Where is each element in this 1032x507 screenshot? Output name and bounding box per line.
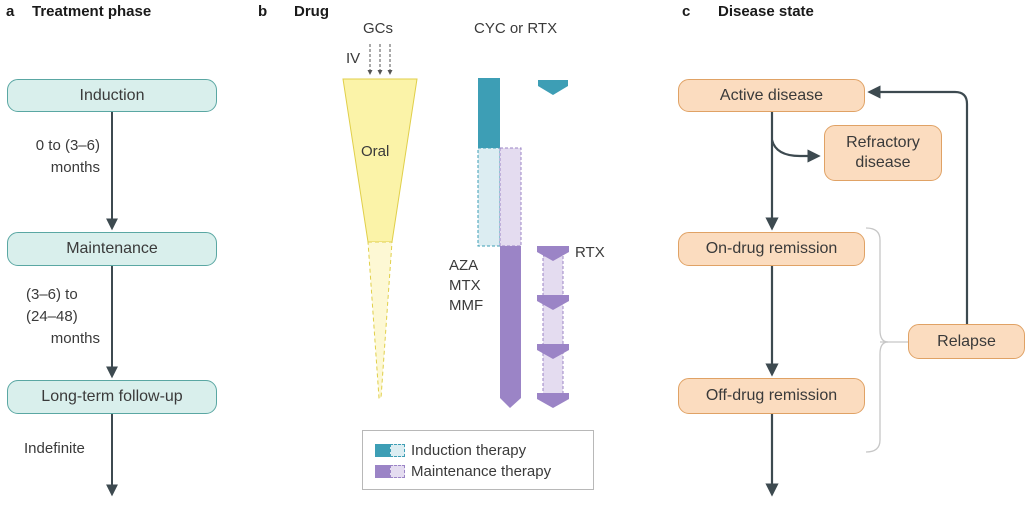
box-maintenance-label: Maintenance [66, 240, 158, 257]
box-induction: Induction [7, 79, 217, 112]
duration-induction-line2: months [50, 159, 100, 176]
box-relapse-label: Relapse [937, 332, 996, 350]
legend-maintenance: Maintenance therapy [375, 463, 551, 480]
duration-followup: Indefinite [24, 440, 85, 457]
cyc-rtx-label: CYC or RTX [474, 20, 558, 37]
rtx-maintenance-label: RTX [575, 244, 605, 261]
maintenance-overlap-dashed [499, 147, 522, 247]
legend-induction-label: Induction therapy [411, 442, 527, 459]
drug-mmf: MMF [449, 297, 484, 314]
box-off-drug-remission: Off-drug remission [678, 378, 865, 414]
maintenance-drugs-list: AZA MTX MMF [449, 256, 483, 316]
legend-maintenance-swatch-solid [375, 465, 390, 478]
rtx-dose-2 [537, 295, 569, 310]
box-induction-label: Induction [79, 86, 145, 104]
box-ondrug-label: On-drug remission [705, 240, 838, 257]
rtx-maintenance-dashed [542, 255, 564, 397]
duration-induction: 0 to (3–6) months [0, 135, 100, 179]
box-refractory-line2: disease [855, 154, 911, 171]
iv-label: IV [346, 50, 361, 67]
induction-bar-solid [478, 78, 500, 148]
iv-dashed-arrows [367, 44, 393, 75]
panel-c-title: Disease state [718, 3, 814, 20]
rtx-dose-3 [537, 344, 569, 359]
panel-b-letter: b [258, 3, 268, 20]
arrow-relapse-to-active [867, 85, 969, 324]
box-offdrug-label: Off-drug remission [705, 387, 838, 404]
box-refractory-line1: Refractory [846, 134, 920, 151]
panel-c-letter: c [682, 3, 691, 20]
duration-maintenance-line3: months [50, 330, 100, 347]
gcs-label: GCs [363, 20, 393, 37]
oral-gc-taper [342, 78, 418, 243]
drug-mtx: MTX [449, 277, 481, 294]
maintenance-bar-solid [500, 246, 521, 408]
oral-label: Oral [361, 143, 390, 160]
legend-maintenance-swatch-dashed [390, 465, 405, 478]
panel-a-letter: a [6, 3, 15, 20]
duration-maintenance-line1: (3–6) to [26, 286, 78, 303]
induction-bar-dashed [477, 147, 501, 247]
box-maintenance: Maintenance [7, 232, 217, 266]
rtx-dose-4 [537, 393, 569, 408]
box-refractory-disease: Refractory disease [824, 125, 942, 181]
box-followup-label: Long-term follow-up [41, 388, 183, 405]
panel-b-title: Drug [294, 3, 329, 20]
box-active-label: Active disease [719, 86, 824, 104]
legend-induction-swatch-dashed [390, 444, 405, 457]
rtx-dose-1 [537, 246, 569, 261]
legend-maintenance-label: Maintenance therapy [411, 463, 552, 480]
duration-induction-line1: 0 to (3–6) [35, 137, 100, 154]
remission-bracket [865, 227, 889, 453]
duration-maintenance: (3–6) to (24–48) months [26, 284, 100, 350]
rtx-induction-triangle [538, 80, 568, 95]
legend-induction-swatch-solid [375, 444, 390, 457]
legend-induction: Induction therapy [375, 442, 526, 459]
legend: Induction therapy Maintenance therapy [362, 430, 594, 490]
panel-a-title: Treatment phase [32, 3, 152, 20]
oral-gc-taper-dashed [367, 241, 393, 399]
duration-maintenance-line2: (24–48) [26, 308, 78, 325]
drug-aza: AZA [449, 257, 479, 274]
arrow-to-refractory [770, 139, 821, 163]
box-active-disease: Active disease [678, 79, 865, 112]
box-relapse: Relapse [908, 324, 1025, 359]
box-on-drug-remission: On-drug remission [678, 232, 865, 266]
box-long-term-follow-up: Long-term follow-up [7, 380, 217, 414]
